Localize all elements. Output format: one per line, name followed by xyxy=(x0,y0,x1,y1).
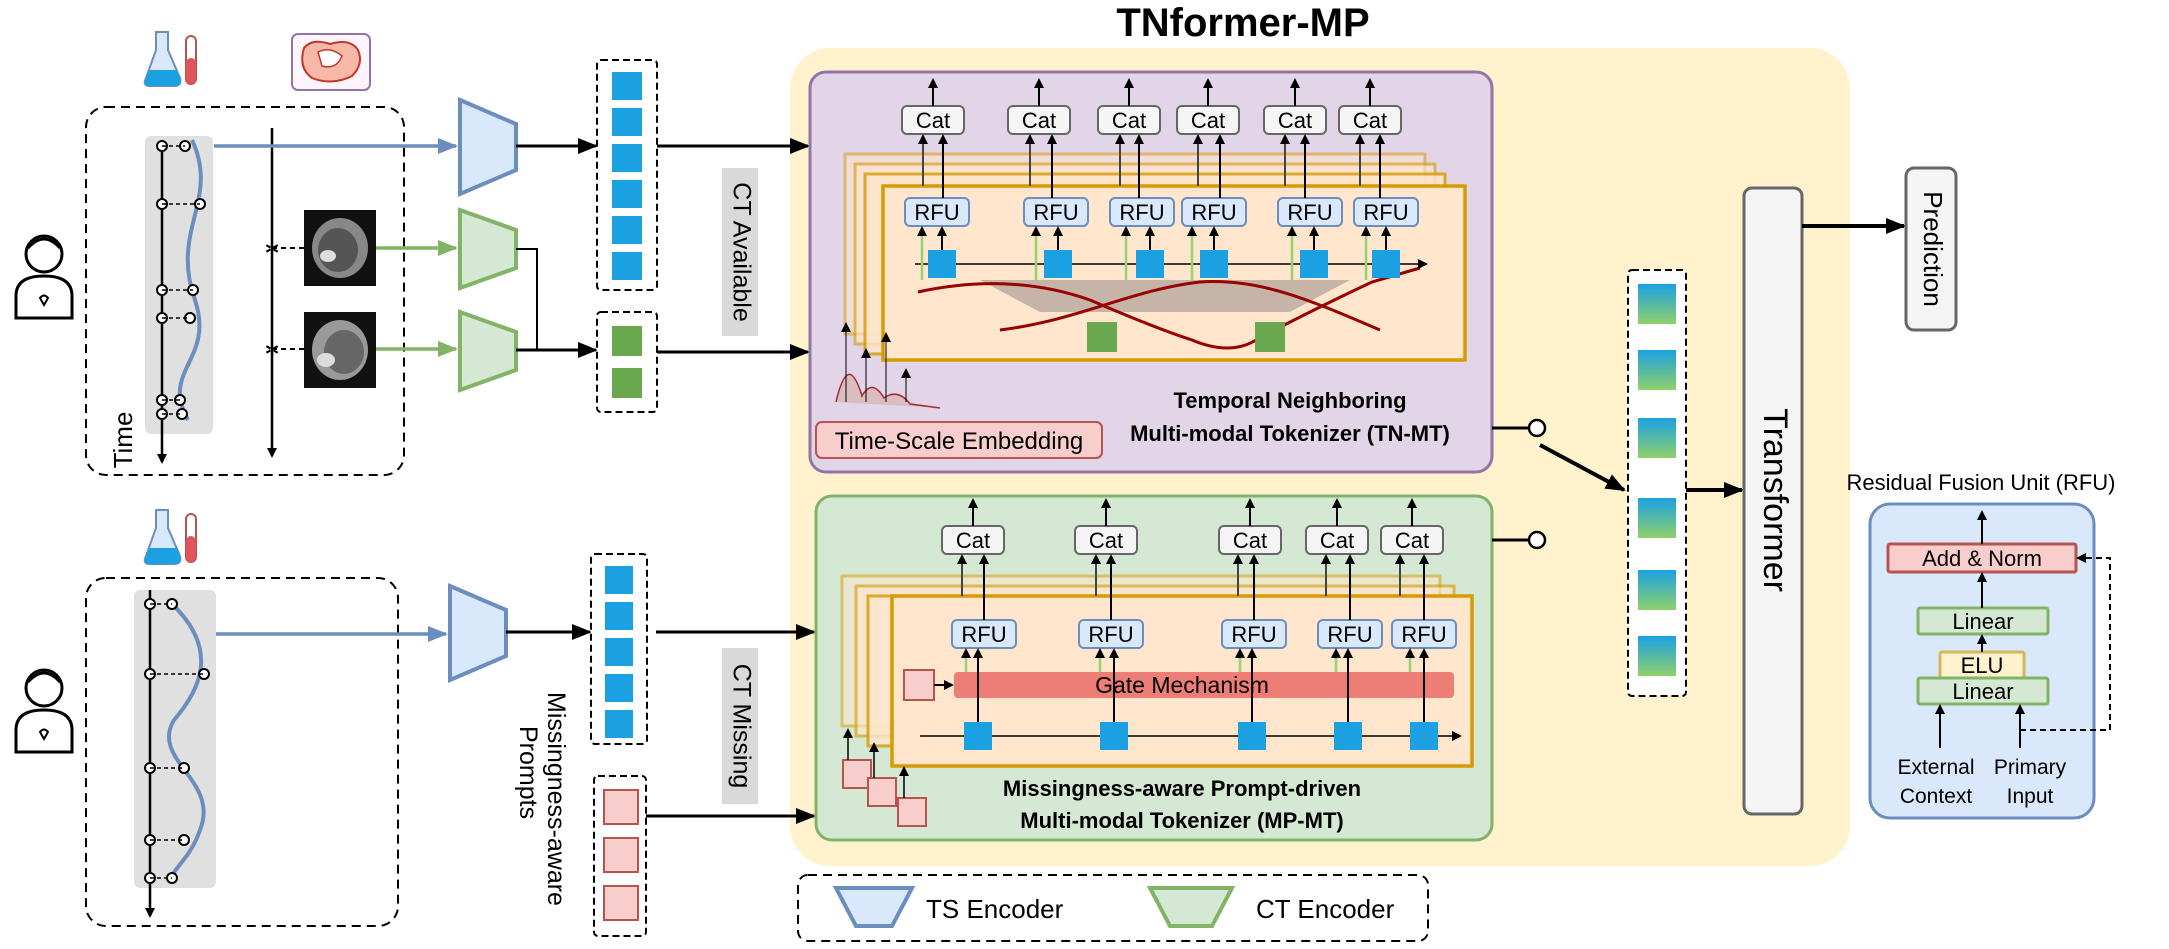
lab-test-tubes-icon xyxy=(143,509,197,565)
patient-icon xyxy=(14,668,74,754)
ehr-only-input-box xyxy=(85,577,399,927)
svg-text:Primary: Primary xyxy=(1994,756,2067,779)
prediction-block xyxy=(1904,166,1958,332)
svg-text:Input: Input xyxy=(2007,785,2054,808)
svg-text:RFU: RFU xyxy=(1088,622,1133,647)
svg-text:RFU: RFU xyxy=(1401,622,1446,647)
ct-scan-icon xyxy=(304,210,376,286)
svg-text:RFU: RFU xyxy=(1231,622,1276,647)
svg-text:Cat: Cat xyxy=(1112,108,1146,133)
tnmt-title-line1: Temporal Neighboring xyxy=(1173,388,1406,413)
svg-text:RFU: RFU xyxy=(1033,200,1078,225)
time-scale-embedding-plot xyxy=(835,322,941,409)
legend-ts-encoder-icon xyxy=(832,886,916,928)
ct-missing-label: CT Missing xyxy=(727,664,755,789)
time-scale-embedding-box xyxy=(815,421,1103,459)
svg-text:✲: ✲ xyxy=(264,239,279,259)
legend-ct-encoder-icon xyxy=(1146,886,1236,928)
mpmt-title-line1: Missingness-aware Prompt-driven xyxy=(1003,776,1361,801)
svg-text:Cat: Cat xyxy=(1278,108,1312,133)
svg-text:✲: ✲ xyxy=(264,340,279,360)
ct-encoder-1 xyxy=(458,207,518,291)
svg-text:Linear: Linear xyxy=(1952,609,2013,634)
svg-text:Cat: Cat xyxy=(1233,528,1267,553)
svg-text:Add & Norm: Add & Norm xyxy=(1922,546,2042,571)
svg-text:Cat: Cat xyxy=(916,108,950,133)
svg-text:ELU: ELU xyxy=(1961,653,2004,678)
fused-token-stack xyxy=(1627,269,1687,697)
organ-icon xyxy=(291,33,371,91)
legend-box xyxy=(797,874,1429,942)
ct-scan-icon xyxy=(304,312,376,388)
mpmt-title-line2: Multi-modal Tokenizer (MP-MT) xyxy=(1020,808,1343,833)
ts-encoder-bottom xyxy=(448,582,508,684)
rfu-detail-title: Residual Fusion Unit (RFU) xyxy=(1847,470,2116,495)
svg-text:RFU: RFU xyxy=(1119,200,1164,225)
svg-text:RFU: RFU xyxy=(1327,622,1372,647)
svg-text:External: External xyxy=(1897,756,1974,779)
tnmt-title-line2: Multi-modal Tokenizer (TN-MT) xyxy=(1130,421,1450,446)
svg-text:Context: Context xyxy=(1900,785,1973,808)
svg-text:RFU: RFU xyxy=(1287,200,1332,225)
rfu-block xyxy=(1109,197,1175,227)
svg-text:RFU: RFU xyxy=(1191,200,1236,225)
svg-text:RFU: RFU xyxy=(914,200,959,225)
time-scale-embedding-label: Time-Scale Embedding xyxy=(835,428,1084,455)
ct-available-label: CT Available xyxy=(727,182,755,321)
patient-icon xyxy=(14,234,74,320)
missingness-prompts-label: Missingness-aware Prompts xyxy=(514,692,570,913)
svg-text:RFU: RFU xyxy=(961,622,1006,647)
svg-text:Cat: Cat xyxy=(1191,108,1225,133)
transformer-label: Transformer xyxy=(1756,408,1794,592)
time-axis-label: Time xyxy=(108,412,138,469)
svg-text:Cat: Cat xyxy=(1089,528,1123,553)
svg-text:Cat: Cat xyxy=(1320,528,1354,553)
transformer-block xyxy=(1742,186,1804,816)
svg-text:Cat: Cat xyxy=(1022,108,1056,133)
lab-test-tubes-icon xyxy=(143,31,197,87)
svg-text:Cat: Cat xyxy=(956,528,990,553)
ehr-ct-input-box xyxy=(85,106,405,476)
svg-text:Cat: Cat xyxy=(1353,108,1387,133)
svg-text:RFU: RFU xyxy=(1363,200,1408,225)
legend-ts-label: TS Encoder xyxy=(926,894,1064,924)
prediction-label: Prediction xyxy=(1918,191,1948,307)
legend-ct-label: CT Encoder xyxy=(1256,894,1395,924)
svg-text:Linear: Linear xyxy=(1952,679,2013,704)
gate-mechanism-label: Gate Mechanism xyxy=(1095,672,1269,698)
ct-encoder-2 xyxy=(458,309,518,393)
ts-encoder-top xyxy=(458,96,518,198)
gate-mechanism-bar xyxy=(954,672,1454,698)
page-title: TNformer-MP xyxy=(1116,1,1369,45)
svg-text:Cat: Cat xyxy=(1395,528,1429,553)
